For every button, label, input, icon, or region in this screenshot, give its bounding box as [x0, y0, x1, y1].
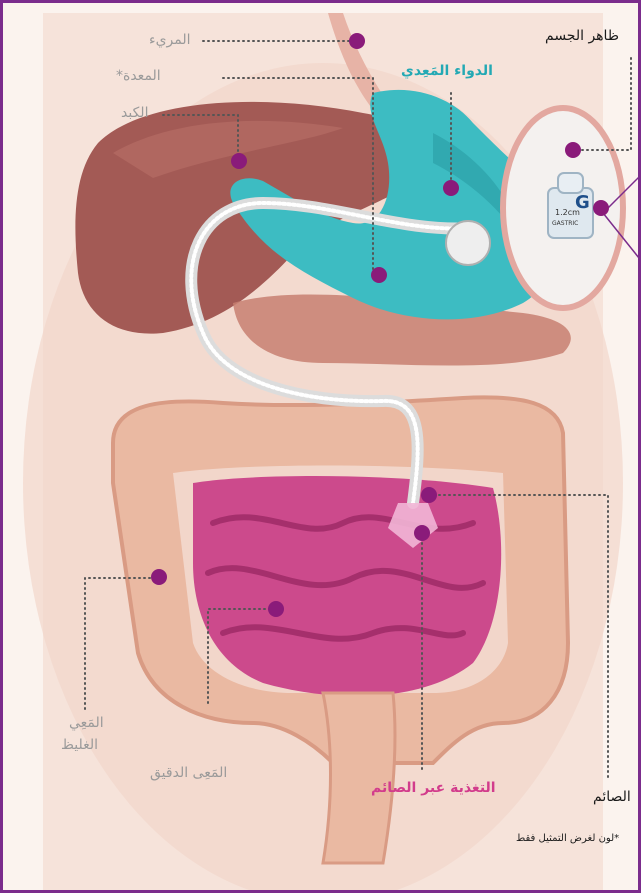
marker-device [593, 200, 609, 216]
anatomy-illustration: 1.2cm G GASTRIC [3, 3, 641, 893]
label-liver: الكبد [121, 105, 148, 121]
marker-esophagus [349, 33, 365, 49]
rectum-shape [323, 693, 395, 863]
marker-stomach [371, 267, 387, 283]
balloon-valve [446, 221, 490, 265]
marker-gastric-med [443, 180, 459, 196]
marker-body-surface [565, 142, 581, 158]
device-letter: G [575, 192, 590, 213]
label-esophagus: المريء [149, 32, 191, 48]
label-jejunum: الصائم [593, 789, 631, 805]
device-port-cap [558, 173, 583, 193]
label-large-intestine-line2: الغليظ [61, 737, 98, 753]
label-large-intestine-line1: المَعِي [69, 715, 104, 731]
label-jejunal-feeding: التغذية عبر الصائم [371, 780, 496, 796]
label-body-surface: ظاهر الجسم [545, 28, 619, 44]
label-color-note: *لون لغرض التمثيل فقط [516, 833, 619, 844]
marker-feeding [414, 525, 430, 541]
marker-large-int [151, 569, 167, 585]
marker-jejunum [421, 487, 437, 503]
marker-small-int [268, 601, 284, 617]
device-port-text: GASTRIC [552, 220, 578, 227]
label-small-intestine: المَعِى الدقيق [150, 765, 227, 781]
marker-liver [231, 153, 247, 169]
label-stomach: المعدة* [116, 68, 161, 84]
label-gastric-medication: الدواء المَعِدي [401, 63, 493, 79]
